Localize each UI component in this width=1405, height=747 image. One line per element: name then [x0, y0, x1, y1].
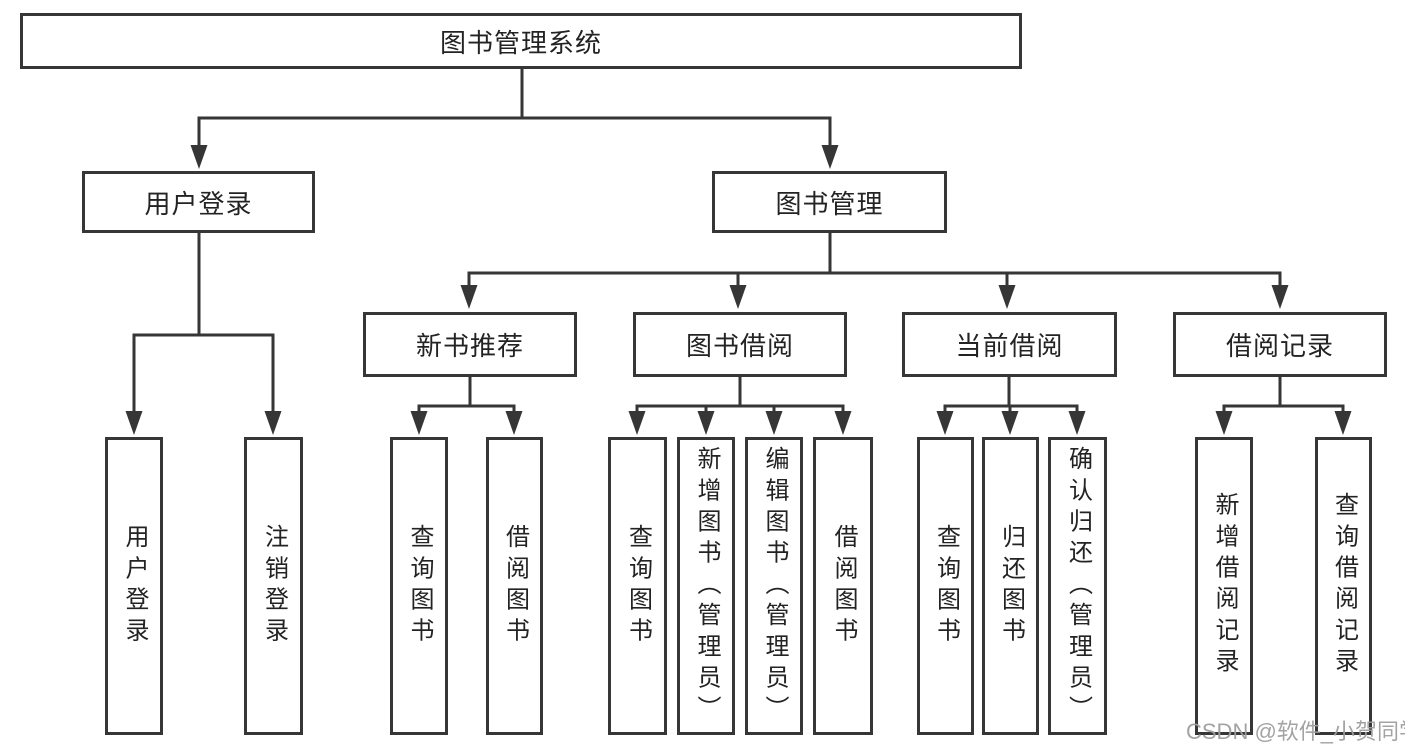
- node-new-book-recommend: 新书推荐: [363, 312, 577, 377]
- leaf-query-books-recommend: 查询图书: [390, 437, 448, 735]
- leaf-logout: 注销登录: [244, 437, 303, 735]
- leaf-confirm-return-admin: 确认归还（管理员）: [1048, 437, 1107, 735]
- leaf-borrow-books-recommend: 借阅图书: [486, 437, 543, 735]
- leaf-return-books: 归还图书: [982, 437, 1039, 735]
- node-borrowing-records: 借阅记录: [1173, 312, 1387, 377]
- leaf-edit-books-admin: 编辑图书（管理员）: [745, 437, 803, 735]
- node-book-management: 图书管理: [712, 171, 947, 233]
- node-user-login: 用户登录: [82, 171, 315, 233]
- node-current-borrowing: 当前借阅: [902, 312, 1117, 377]
- leaf-query-borrow-record: 查询借阅记录: [1315, 437, 1372, 735]
- csdn-watermark: CSDN @软件_小贺同学: [1186, 719, 1405, 744]
- leaf-borrow-books: 借阅图书: [813, 437, 873, 735]
- leaf-add-books-admin: 新增图书（管理员）: [677, 437, 735, 735]
- leaf-query-books-current: 查询图书: [917, 437, 974, 735]
- node-book-borrowing: 图书借阅: [633, 312, 847, 377]
- leaf-query-books-borrowing: 查询图书: [608, 437, 667, 735]
- node-library-system: 图书管理系统: [20, 13, 1022, 69]
- leaf-user-login: 用户登录: [105, 437, 163, 735]
- leaf-add-borrow-record: 新增借阅记录: [1195, 437, 1253, 735]
